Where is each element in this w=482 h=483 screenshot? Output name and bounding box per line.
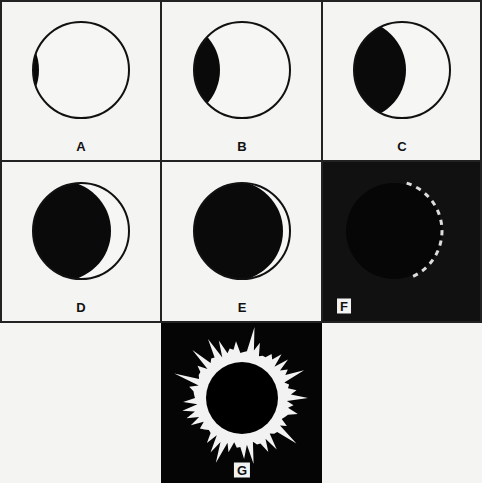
bead bbox=[425, 193, 429, 197]
phase-panels bbox=[0, 20, 482, 483]
bead bbox=[440, 230, 443, 235]
sun-outline bbox=[194, 183, 290, 279]
moon-disk bbox=[120, 20, 220, 120]
moon-disk bbox=[11, 181, 111, 281]
grid-border bbox=[1, 1, 481, 322]
sun-outline bbox=[194, 22, 290, 118]
bead bbox=[422, 268, 426, 271]
sun-outline bbox=[33, 183, 129, 279]
sun-outline bbox=[354, 22, 450, 118]
phase-letter: D bbox=[73, 300, 88, 315]
bead bbox=[440, 241, 441, 246]
phase-letter: A bbox=[73, 139, 88, 154]
bead bbox=[432, 201, 435, 205]
moon-disk bbox=[183, 181, 283, 281]
sun-disk bbox=[33, 22, 129, 118]
moon-disk bbox=[206, 362, 278, 434]
bead bbox=[436, 251, 438, 256]
bead bbox=[416, 187, 420, 190]
bead bbox=[439, 220, 443, 225]
moon-disk bbox=[346, 183, 442, 279]
phase-letter: C bbox=[394, 139, 409, 154]
grid-line bbox=[1, 160, 481, 162]
bead bbox=[413, 274, 418, 276]
phase-letter: G bbox=[234, 463, 250, 478]
phase-letter: E bbox=[235, 300, 250, 315]
phase-letter: F bbox=[337, 299, 351, 314]
corona bbox=[174, 327, 308, 464]
bead bbox=[407, 183, 412, 185]
phase-letter: B bbox=[234, 139, 249, 154]
sun-outline bbox=[33, 22, 129, 118]
bead bbox=[430, 260, 433, 264]
bead bbox=[437, 210, 439, 215]
dark-panel bbox=[161, 322, 322, 483]
dark-panel bbox=[322, 161, 482, 322]
